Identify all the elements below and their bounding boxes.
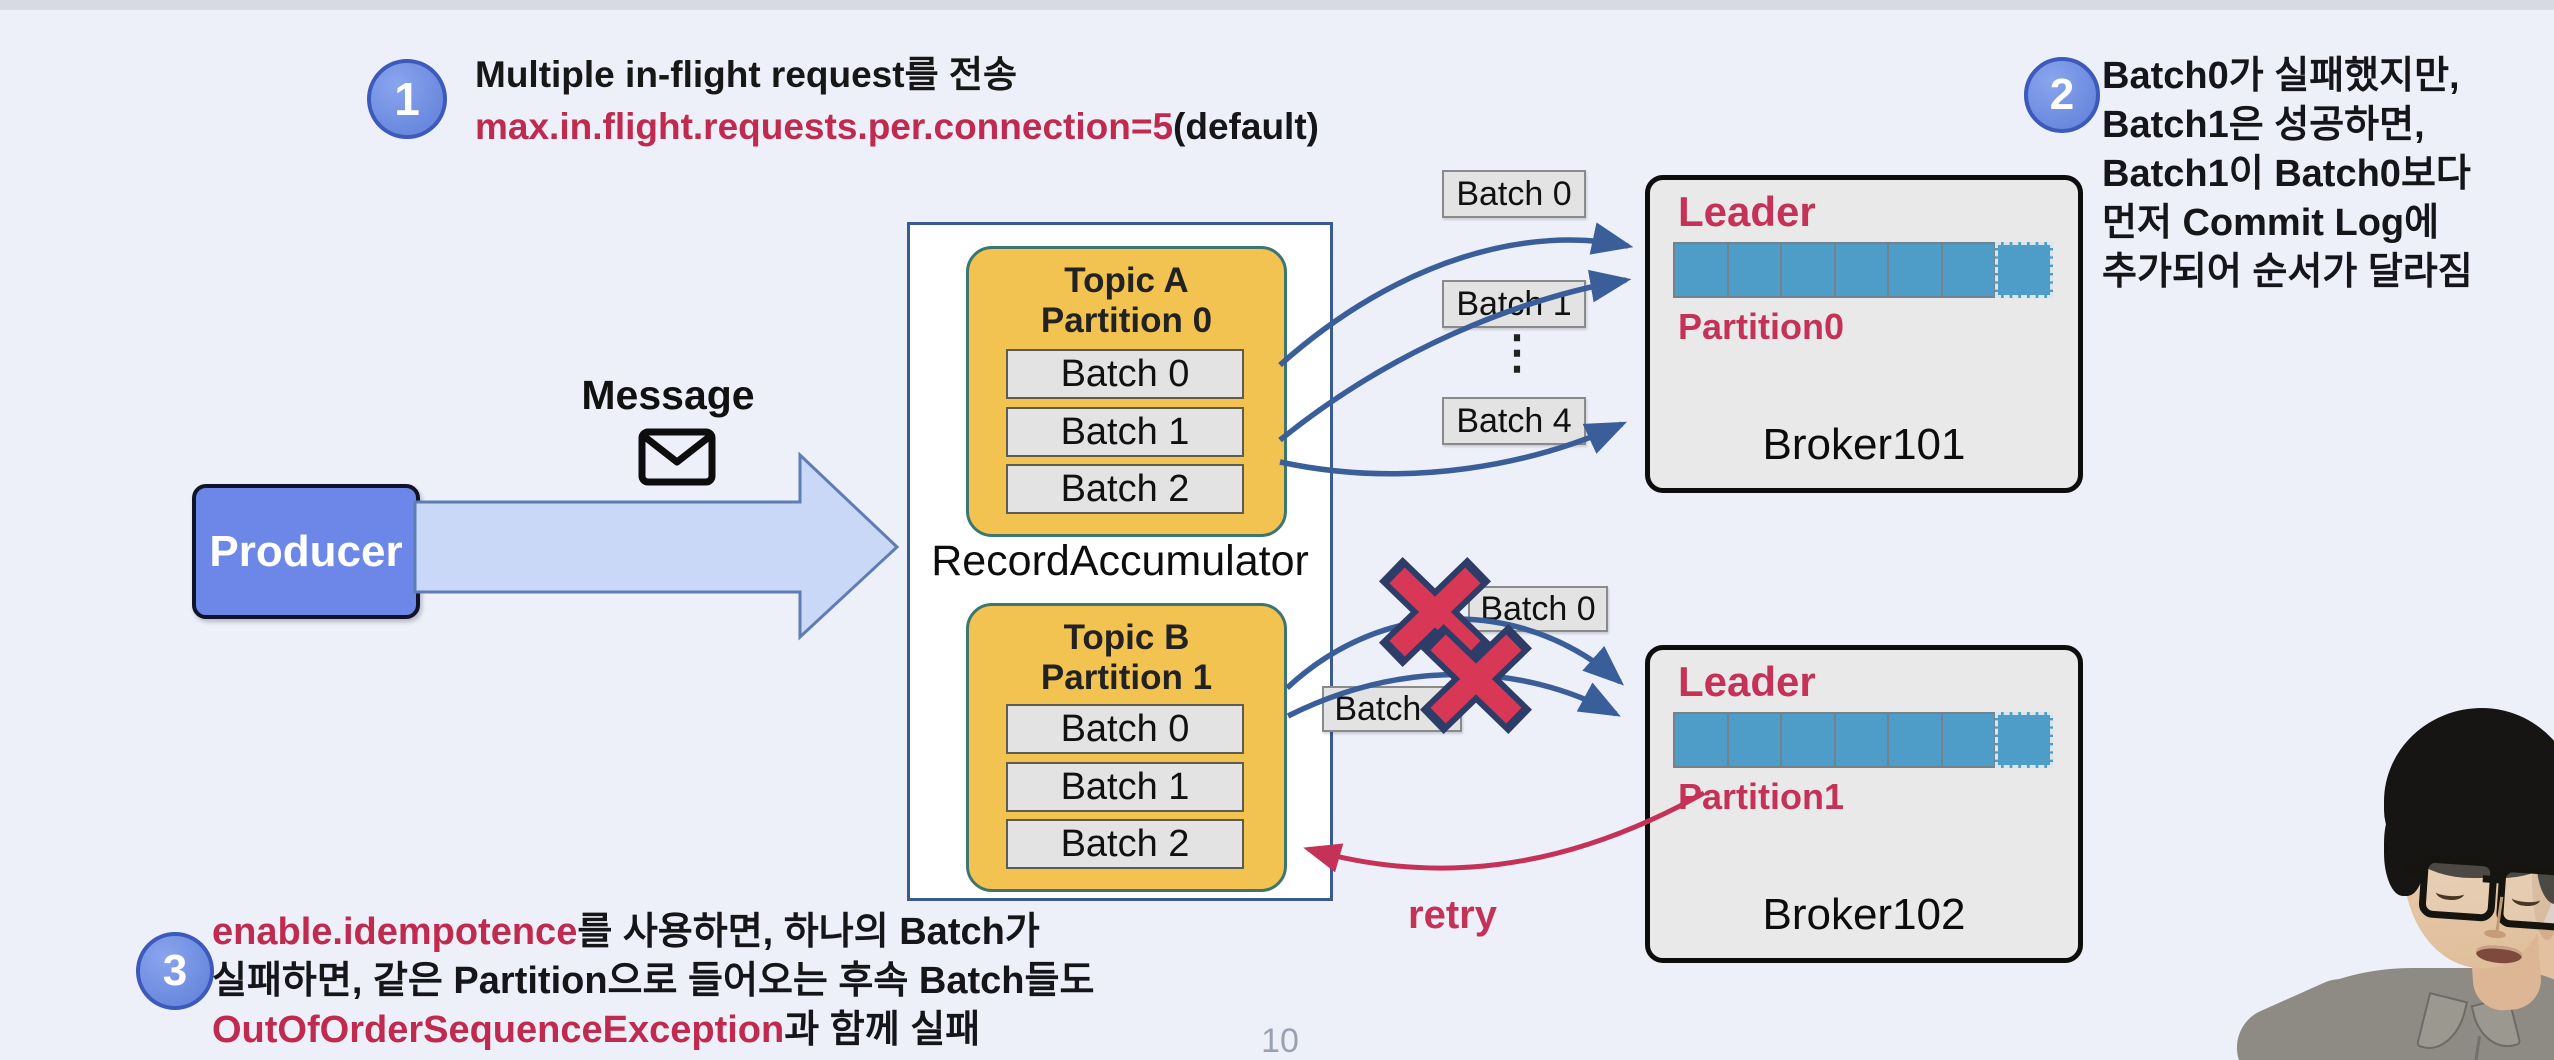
broker101-leader-label: Leader [1678, 188, 1816, 235]
presenter-hair-curl [2476, 840, 2510, 870]
log-segment [1780, 712, 1836, 768]
top-strip [0, 0, 2554, 10]
log-segment [1726, 712, 1783, 768]
topic-b-title: Topic B [1063, 618, 1190, 657]
record-accumulator-box: Topic A Partition 0 Batch 0 Batch 1 Batc… [907, 222, 1333, 901]
note2-line: Batch1은 성공하면, [2102, 104, 2425, 146]
broker101-box: Leader Partition0 Broker101 [1645, 175, 2083, 493]
broker102-partition-label: Partition1 [1678, 776, 1845, 817]
log-segment [1940, 712, 1997, 768]
note1-config: max.in.flight.requests.per.connection=5 [475, 106, 1174, 147]
log-segment [1833, 242, 1890, 298]
topic-a-partition: Partition 0 [1040, 301, 1213, 340]
note1-line2: max.in.flight.requests.per.connection=5(… [475, 102, 1319, 151]
log-segment [1780, 242, 1836, 298]
note3-number-badge: 3 [136, 932, 214, 1010]
presenter-glasses [2402, 850, 2554, 932]
topic-b-batch-2: Batch 2 [1006, 819, 1244, 869]
note1-number: 1 [394, 73, 420, 125]
inflight-batch0-102: Batch 0 [1468, 586, 1608, 632]
log-segment [1833, 712, 1890, 768]
producer-label: Producer [209, 526, 403, 576]
log-segment-incoming [1995, 712, 2054, 768]
topic-a-title: Topic A [1064, 261, 1189, 300]
broker101-name: Broker101 [1762, 420, 1966, 469]
envelope-icon [638, 428, 716, 486]
note2-line: 먼저 Commit Log에 [2102, 202, 2440, 244]
note3-number: 3 [162, 946, 188, 995]
broker102-box: Leader Partition1 Broker102 [1645, 645, 2083, 963]
presenter-hair-curl [2510, 832, 2542, 862]
note3-line3: OutOfOrderSequenceException과 함께 실패 [212, 1006, 1094, 1055]
retry-label: retry [1408, 893, 1497, 937]
note1-suffix: (default) [1173, 106, 1319, 147]
note2-number-badge: 2 [2024, 57, 2100, 133]
record-accumulator-label: RecordAccumulator [931, 537, 1309, 585]
log-segment-incoming [1995, 242, 2054, 298]
note2-line: 추가되어 순서가 달라짐 [2102, 251, 2473, 293]
message-label: Message [581, 372, 755, 418]
note3-text: enable.idempotence를 사용하면, 하나의 Batch가 실패하… [212, 908, 1094, 1055]
log-segment [1887, 712, 1943, 768]
inflight-batch1-102: Batch 1 [1322, 686, 1462, 732]
note3-line1: enable.idempotence를 사용하면, 하나의 Batch가 [212, 908, 1094, 957]
broker101-partition-label: Partition0 [1678, 306, 1845, 347]
topic-b-card: Topic B Partition 1 Batch 0 Batch 1 Batc… [966, 603, 1287, 892]
topic-b-partition: Partition 1 [1040, 658, 1213, 697]
topic-b-batch-0: Batch 0 [1006, 704, 1244, 754]
presenter-webcam [2224, 700, 2554, 1060]
note3-line2: 실패하면, 같은 Partition으로 들어오는 후속 Batch들도 [212, 960, 1095, 1002]
note1-number-badge: 1 [367, 59, 447, 139]
glasses-bridge [2482, 875, 2502, 884]
note3-config: enable.idempotence [212, 911, 578, 953]
broker102-commit-log [1673, 712, 2054, 768]
note3-exception: OutOfOrderSequenceException [212, 1009, 785, 1051]
presenter-hair-curl [2442, 842, 2474, 872]
topic-b-batch-1: Batch 1 [1006, 762, 1244, 812]
inflight-batch4-101: Batch 4 [1442, 397, 1586, 445]
log-segment [1887, 242, 1943, 298]
topic-a-batch-1: Batch 1 [1006, 407, 1244, 457]
inflight-ellipsis: ⋮ [1494, 326, 1540, 378]
producer-box: Producer [192, 484, 420, 619]
failed-x-icon [1378, 556, 1492, 668]
topic-a-card: Topic A Partition 0 Batch 0 Batch 1 Batc… [966, 246, 1287, 537]
note3-line1-rest: 를 사용하면, 하나의 Batch가 [577, 911, 1040, 953]
note2-text: Batch0가 실패했지만, Batch1은 성공하면, Batch1이 Bat… [2102, 52, 2473, 297]
presenter-hair-curl [2408, 834, 2444, 868]
inflight-batch0-101: Batch 0 [1442, 170, 1586, 218]
inflight-batch1-101: Batch 1 [1442, 280, 1586, 328]
page-number: 10 [1261, 1022, 1299, 1060]
log-segment [1673, 242, 1729, 298]
topic-a-batch-2: Batch 2 [1006, 464, 1244, 514]
note1-line1: Multiple in-flight request를 전송 [475, 54, 1017, 95]
log-segment [1673, 712, 1729, 768]
log-segment [1940, 242, 1997, 298]
log-segment [1726, 242, 1783, 298]
note2-line: Batch1이 Batch0보다 [2102, 153, 2471, 195]
broker102-leader-label: Leader [1678, 658, 1816, 705]
note2-line: Batch0가 실패했지만, [2102, 55, 2460, 97]
note3-line3-rest: 과 함께 실패 [784, 1009, 981, 1051]
topic-a-batch-0: Batch 0 [1006, 349, 1244, 399]
note2-number: 2 [2049, 70, 2075, 119]
broker101-commit-log [1673, 242, 2054, 298]
broker102-name: Broker102 [1762, 890, 1966, 939]
presenter-hair [2536, 784, 2554, 904]
